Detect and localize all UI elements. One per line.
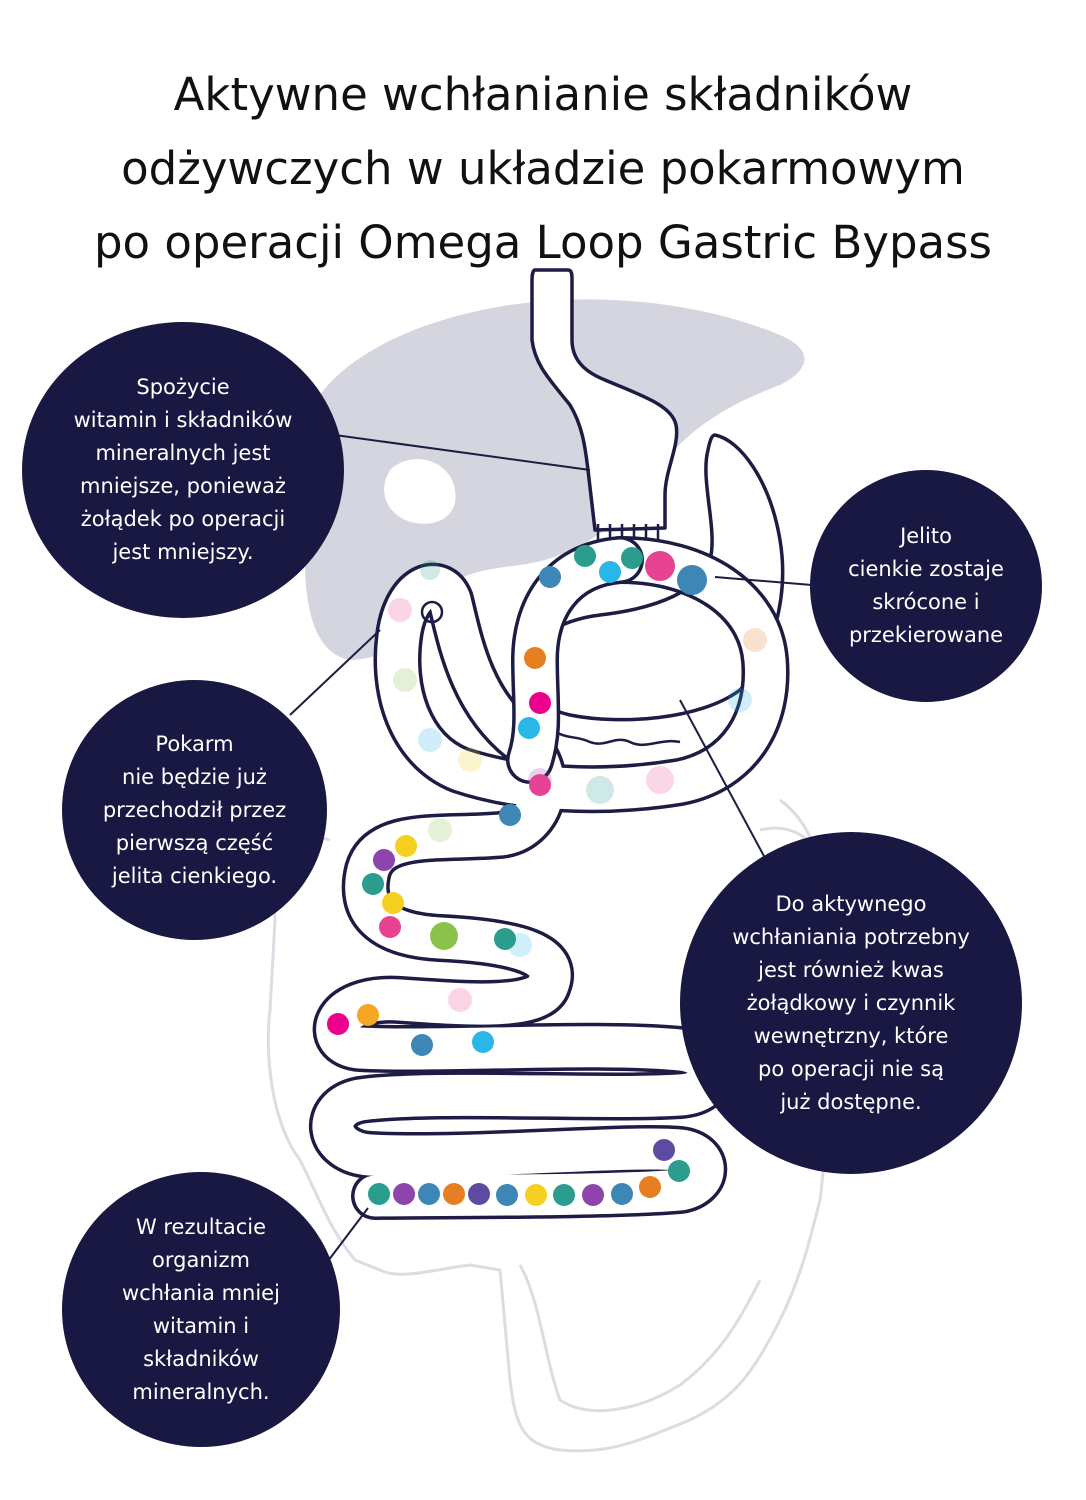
callout-text-line: nie będzie już [122, 764, 267, 789]
nutrient-dot [518, 717, 540, 739]
callout-text-line: jest mniejszy. [112, 540, 254, 564]
gallbladder-hole [384, 459, 456, 524]
callout-text-line: pierwszą część [115, 830, 274, 855]
nutrient-dot [499, 804, 521, 826]
callout-text-line: organizm [152, 1247, 250, 1272]
nutrient-dot [553, 1184, 575, 1206]
nutrient-dot [472, 1031, 494, 1053]
title-line: po operacji Omega Loop Gastric Bypass [93, 216, 993, 270]
nutrient-dot [668, 1160, 690, 1182]
nutrient-dot [574, 545, 596, 567]
small-intestine [309, 536, 790, 1220]
callout-text-line: po operacji nie są [758, 1056, 944, 1081]
callout-text-line: już dostępne. [780, 1089, 922, 1114]
nutrient-dots [327, 545, 707, 1206]
nutrient-dot [357, 1004, 379, 1026]
callout-text-line: przekierowane [848, 623, 1004, 647]
esophagus [530, 268, 679, 532]
nutrient-dot [393, 1183, 415, 1205]
callout-text-line: mineralnych jest [95, 441, 271, 465]
callout-text-line: przechodził przez [102, 797, 287, 822]
callout-text-line: Do aktywnego [775, 891, 927, 916]
nutrient-dot [599, 561, 621, 583]
nutrient-dot [368, 1183, 390, 1205]
nutrient-dot [418, 1183, 440, 1205]
callout-text-line: mniejsze, ponieważ [80, 474, 286, 498]
nutrient-dot [639, 1176, 661, 1198]
faded-nutrients [388, 560, 767, 1012]
pylorus-ring [420, 600, 444, 624]
leader-line-food [289, 629, 381, 716]
nutrient-dot [529, 774, 551, 796]
leader-line-result [324, 1207, 369, 1266]
nutrient-dot [379, 916, 401, 938]
nutrient-dot [362, 873, 384, 895]
title-line: Aktywne wchłanianie składników [173, 68, 913, 122]
callout-text-line: skrócone i [872, 590, 980, 614]
callout-bypassed-food: Pokarm nie będzie już przechodził przez … [62, 680, 327, 940]
nutrient-dot [411, 1034, 433, 1056]
nutrient-dot [382, 892, 404, 914]
leader-line-intake [334, 434, 591, 471]
leader-lines [289, 434, 813, 1266]
nutrient-dot [373, 849, 395, 871]
callout-text-line: wchłania mniej [122, 1280, 280, 1305]
nutrient-dot [539, 566, 561, 588]
nutrient-dot [525, 1184, 547, 1206]
nutrient-dot [468, 1183, 490, 1205]
callout-stomach-acid: Do aktywnego wchłaniania potrzebny jest … [680, 832, 1022, 1174]
nutrient-dot [395, 835, 417, 857]
callout-text-line: Jelito [900, 524, 952, 548]
callout-text-line: Pokarm [155, 731, 234, 756]
nutrient-dot [621, 547, 643, 569]
callout-text-line: W rezultacie [135, 1214, 267, 1239]
nutrient-dot [677, 565, 707, 595]
remnant-inner-wave [549, 727, 681, 747]
nutrient-dot [529, 692, 551, 714]
colon-inner-outline [518, 1264, 762, 1413]
callout-text-line: wchłaniania potrzebny [732, 924, 970, 949]
callout-text-line: żołądek po operacji [80, 507, 286, 531]
page-title: Aktywne wchłanianie składników odżywczyc… [0, 58, 1086, 280]
callout-text-line: mineralnych. [132, 1379, 270, 1404]
callout-result: W rezultacie organizm wchłania mniej wit… [62, 1172, 340, 1447]
callout-text-line: jelita cienkiego. [111, 863, 278, 888]
callout-text-line: witamin i składników [73, 408, 293, 432]
callout-text-line: Spożycie [136, 375, 230, 399]
nutrient-dot [494, 928, 516, 950]
callout-shortened-intestine: Jelito cienkie zostaje skrócone i przeki… [810, 470, 1042, 702]
nutrient-dot [653, 1139, 675, 1161]
callout-text-line: żołądkowy i czynnik [746, 990, 956, 1015]
callout-text-line: cienkie zostaje [848, 557, 1004, 581]
callout-reduced-intake: Spożycie witamin i składników mineralnyc… [22, 322, 344, 618]
nutrient-dot [443, 1183, 465, 1205]
callout-text-line: jest również kwas [758, 957, 944, 982]
nutrient-dot [645, 551, 675, 581]
nutrient-dot [582, 1184, 604, 1206]
nutrient-dot [430, 922, 458, 950]
leader-line-acid [679, 699, 766, 859]
leader-line-intestine [714, 576, 813, 586]
title-line: odżywczych w układzie pokarmowym [121, 142, 965, 196]
callout-text-line: wewnętrzny, które [753, 1023, 949, 1048]
nutrient-dot [524, 647, 546, 669]
callout-text-line: witamin i [152, 1313, 250, 1338]
nutrient-dot [327, 1013, 349, 1035]
callout-text-line: składników [143, 1346, 259, 1371]
nutrient-dot [496, 1184, 518, 1206]
nutrient-dot [611, 1183, 633, 1205]
